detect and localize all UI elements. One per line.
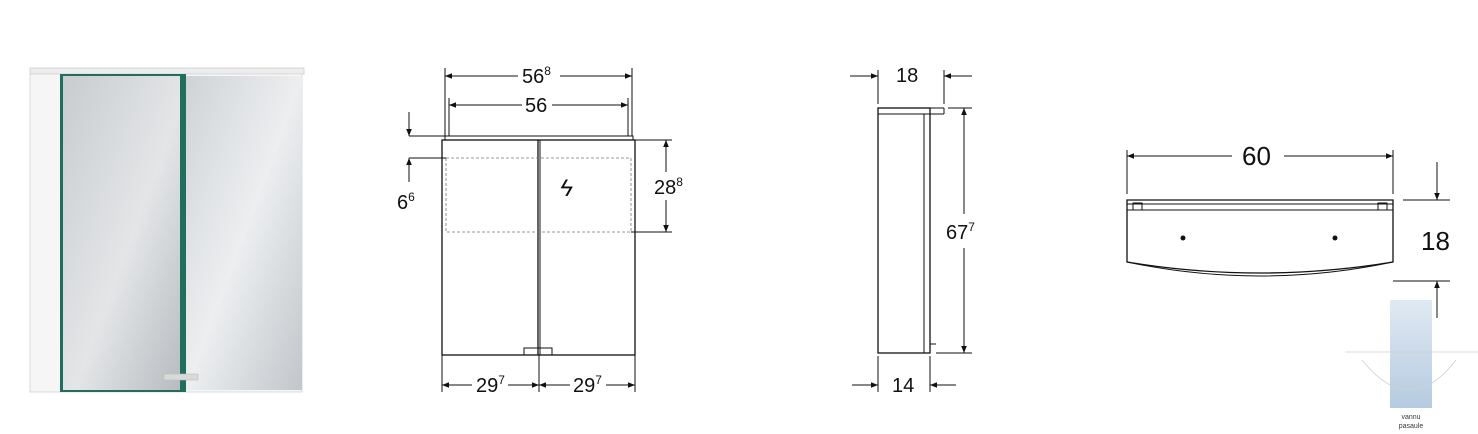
front-view: ϟ 568 56 66 288 297 297 [397, 64, 683, 397]
side-height-sup: 7 [968, 220, 975, 234]
svg-text:66: 66 [397, 190, 415, 214]
outer-width-label: 56 [522, 66, 544, 88]
watermark-text-2: pasaule [1399, 423, 1424, 430]
watermark-text-1: vannu [1401, 414, 1420, 421]
svg-text:288: 288 [654, 175, 683, 199]
door-left-label: 29 [476, 375, 498, 397]
side-height-label: 67 [946, 222, 968, 244]
svg-text:297: 297 [476, 373, 505, 397]
light-height-sup: 8 [676, 175, 683, 189]
light-height-label: 28 [654, 177, 676, 199]
side-top-depth-label: 18 [896, 65, 918, 87]
svg-text:297: 297 [573, 373, 602, 397]
outer-width-sup: 8 [544, 64, 551, 78]
watermark: vannu pasaule [1345, 300, 1478, 430]
svg-text:677: 677 [946, 220, 975, 244]
side-view: 18 14 677 [850, 65, 975, 397]
top-offset-sup: 6 [408, 190, 415, 204]
svg-text:568: 568 [522, 64, 551, 88]
inner-width-label: 56 [525, 95, 547, 117]
electric-symbol: ϟ [560, 175, 573, 202]
top-depth-label: 18 [1421, 226, 1450, 256]
top-width-label: 60 [1242, 141, 1271, 171]
side-bottom-depth-label: 14 [892, 375, 914, 397]
door-left-sup: 7 [498, 373, 505, 387]
door-right-sup: 7 [595, 373, 602, 387]
top-view: 60 18 [1126, 141, 1450, 318]
cabinet-photo [29, 67, 305, 393]
top-offset-label: 6 [397, 192, 408, 214]
door-right-label: 29 [573, 375, 595, 397]
